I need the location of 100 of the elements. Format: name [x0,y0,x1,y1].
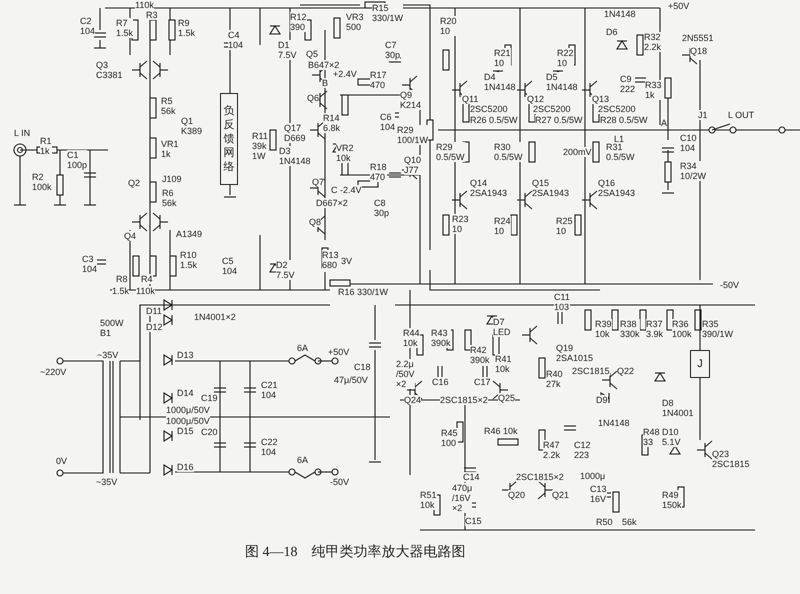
component-label: R49 150k [662,490,682,510]
component-label: C11 103 [554,292,570,312]
component-label: 2SC1815×2 [440,395,488,405]
component-label: D13 [177,350,194,360]
component-label: R23 10 [452,214,469,234]
component-label: R33 1k [645,80,662,100]
component-label: ~220V [40,367,66,377]
component-label: 1000μ [580,471,606,481]
component-label: R9 1.5k [178,18,196,38]
component-label: VR1 1k [161,139,179,159]
component-label: 2SC5200 [470,104,508,114]
component-label: 47μ/50V [334,375,368,385]
component-label: Q14 2SA1943 [470,178,508,198]
component-label: R28 0.5/5W [600,115,648,125]
component-label: D667×2 [316,198,348,208]
component-label: R6 56k [162,188,177,208]
component-label: Q16 2SA1943 [598,178,636,198]
component-label: R40 27k [546,369,563,389]
component-label: Q13 [592,94,610,104]
component-label: Q11 [462,94,478,104]
component-label: R48 33 [643,427,660,447]
component-label: J1 [698,110,708,120]
component-label: R50 [596,517,613,527]
component-label: D10 5.1V [662,427,681,447]
component-label: Q17 D669 [284,123,306,143]
component-label: R37 3.9k [646,319,664,339]
component-label: R11 39k 1W [252,131,268,161]
component-label: 0V [56,456,68,466]
component-label: R4 [141,274,153,284]
component-label: 470μ /16V ×2 [452,483,472,513]
component-label: R43 390k [431,328,451,348]
component-label: Q12 [527,94,544,104]
component-label: C13 16V [590,484,607,504]
component-label: B [322,78,328,88]
component-label: 1N4148 [598,418,630,428]
component-label: J109 [162,174,182,184]
component-label: Q21 [552,490,570,500]
component-label: C19 [201,393,218,403]
component-label: C22 104 [261,437,278,457]
component-label: C4 104 [228,30,244,50]
component-label: R38 330k [620,319,640,339]
component-label: R26 0.5/5W [470,115,518,125]
component-label: R46 10k [484,426,518,436]
component-label: C6 104 [380,112,396,132]
component-label: Q20 [508,490,526,500]
component-label: C14 [463,472,480,482]
component-label: 1N4001×2 [194,312,236,322]
component-label: B647×2 [308,60,340,70]
component-label: Q5 [306,49,318,59]
component-label: Q4 [124,231,136,241]
component-label: R16 330/1W [338,287,388,297]
component-label: R24 10 [494,216,511,236]
component-label: 500W B1 [100,318,124,338]
component-label: D2 7.5V [276,260,295,280]
component-label: Q10 J77 [404,155,422,175]
figure-caption: 图 4—18 纯甲类功率放大器电路图 [245,543,466,561]
component-label: L OUT [728,110,754,120]
component-label: Q2 [128,178,140,188]
component-label: D9 [596,395,608,405]
component-label: +2.4V [333,69,357,79]
component-label: 1000μ/50V [166,405,210,415]
component-label: C9 222 [620,74,636,94]
component-label: R44 10k [403,328,420,348]
box-label: 负反馈网络 [224,104,234,174]
component-label: R45 100 [441,428,458,448]
component-label: C -2.4V [331,185,362,195]
component-label: 2SC1815×2 [516,472,564,482]
component-label: R27 0.5/5W [535,115,583,125]
component-label: R34 10/2W [680,161,706,181]
component-label: 1000μ/50V [166,416,210,426]
component-label: 2.2μ /50V ×2 [396,359,415,389]
component-label: 1N4148 [604,9,636,19]
component-label: D3 1N4148 [279,146,311,166]
component-label: 2N5551 [682,33,714,43]
component-label: 6A [297,343,308,353]
component-label: Q19 2SA1015 [556,343,594,363]
component-label: Q25 [498,393,516,403]
component-label: -50V [330,477,350,487]
component-label: ~35V [97,350,118,360]
component-label: A1349 [176,229,202,239]
component-label: R20 10 [440,16,457,36]
component-label: L IN [14,128,30,138]
component-label: C16 [432,377,449,387]
box-label: J [697,358,703,370]
component-label: R3 [146,10,158,20]
component-label: Q3 C3381 [96,60,123,80]
component-label: R5 56k [161,96,176,116]
component-label: D16 [177,462,194,472]
component-label: R7 1.5k [116,18,134,38]
component-label: D1 7.5V [278,40,297,60]
component-label: R13 680 [322,250,339,270]
component-label: R29 100/1W [397,125,428,145]
component-label: C1 100p [67,150,88,170]
component-label: 2SC1815 [572,366,610,376]
component-label: D8 1N4001 [662,398,694,418]
component-label: C20 [201,427,218,437]
component-label: Q8 [309,217,322,227]
component-label: R22 10 [557,48,574,68]
component-label: 2SC5200 [598,104,636,114]
component-label: C10 104 [680,133,697,153]
